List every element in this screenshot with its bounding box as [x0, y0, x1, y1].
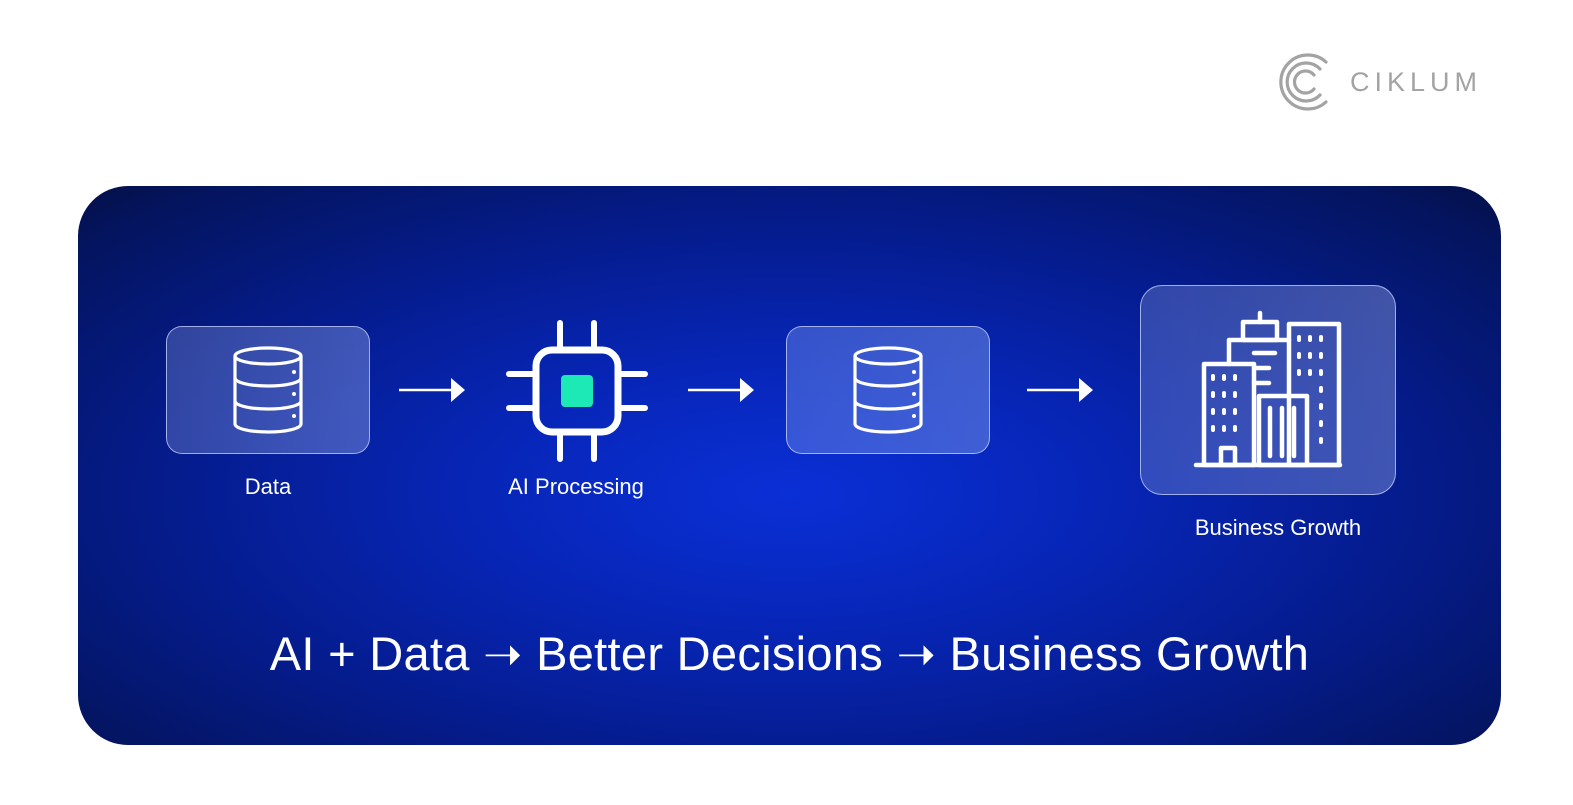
database-icon [233, 346, 303, 434]
arrow-right-icon [1027, 378, 1093, 402]
ciklum-logo-icon [1279, 53, 1328, 111]
arrow-right-icon [688, 378, 754, 402]
brand-name: CIKLUM [1350, 66, 1483, 97]
step-label-data: Data [244, 474, 292, 499]
chip-core [561, 375, 593, 407]
business-growth-card [1140, 285, 1396, 495]
ciklum-logo: CIKLUM [1276, 52, 1482, 112]
database-icon [853, 346, 923, 434]
arrow-right-icon [399, 378, 465, 402]
headline: AI + Data ➝ Better Decisions ➝ Business … [269, 627, 1310, 680]
buildings-icon [1193, 310, 1343, 468]
step-label-business-growth: Business Growth [1194, 515, 1362, 540]
data-card [166, 326, 370, 454]
chip-icon [506, 320, 648, 462]
database-card [786, 326, 990, 454]
step-label-ai-processing: AI Processing [508, 474, 644, 499]
diagram-panel: Data AI Processing [78, 186, 1501, 745]
